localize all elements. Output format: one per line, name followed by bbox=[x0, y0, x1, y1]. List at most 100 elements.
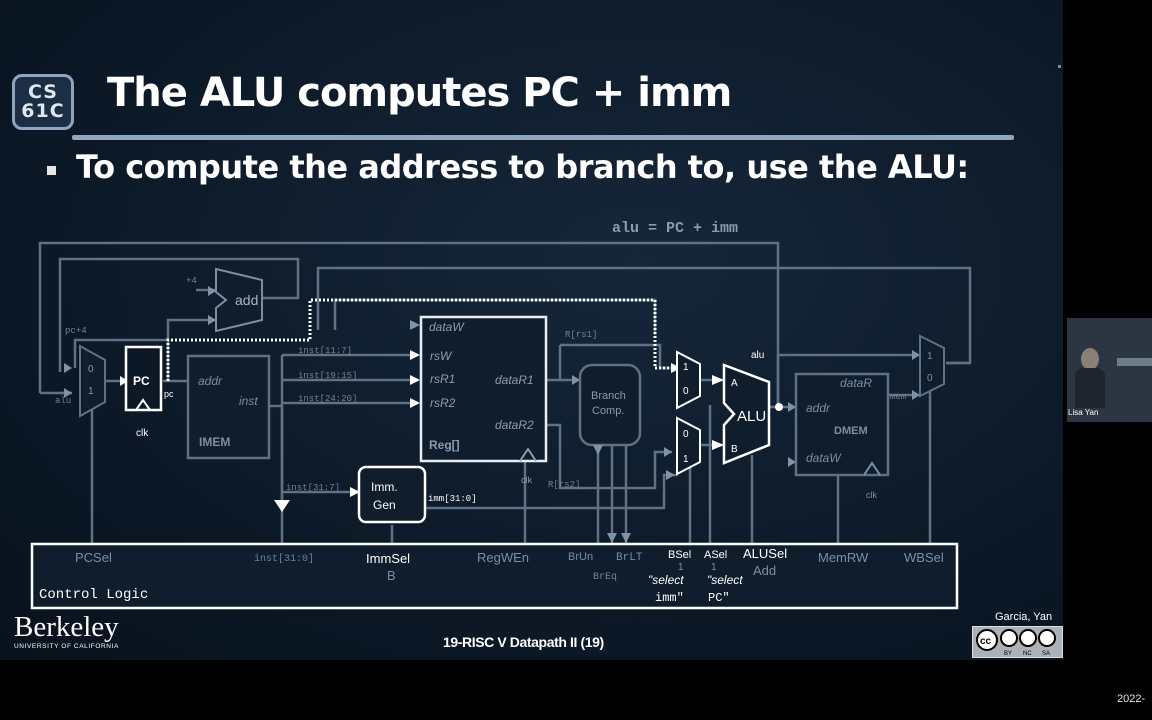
dmem-block bbox=[794, 372, 890, 477]
dmem-addr-label: addr bbox=[806, 401, 831, 415]
reg-rsR2-label: rsR2 bbox=[430, 396, 456, 410]
alu-b-label: B bbox=[731, 444, 738, 455]
imem-block bbox=[186, 354, 271, 460]
bullet-text: To compute the address to branch to, use… bbox=[76, 148, 969, 186]
reg-clk-label: clk bbox=[521, 475, 532, 485]
signal-inst: inst[31:0] bbox=[254, 553, 314, 565]
dmem-clk-label: clk bbox=[866, 490, 877, 500]
presenter-video bbox=[1067, 318, 1152, 422]
by-icon bbox=[1000, 629, 1018, 647]
cs61c-logo: CS 61C bbox=[12, 74, 74, 130]
equation-label: alu = PC + imm bbox=[612, 220, 738, 237]
signal-regwen: RegWEn bbox=[477, 550, 529, 565]
logo-line1: CS bbox=[28, 81, 58, 103]
alusel-value: Add bbox=[753, 563, 776, 578]
a-mux-top: 1 bbox=[683, 362, 689, 373]
alu-block bbox=[722, 363, 771, 465]
bsel-note-2: imm" bbox=[655, 591, 684, 605]
branch-comparator bbox=[578, 363, 642, 447]
reg-out-rs1: R[rs1] bbox=[565, 330, 597, 340]
imem-addr-label: addr bbox=[198, 374, 223, 388]
signal-breq: BrEq bbox=[593, 572, 617, 583]
slide-title: The ALU computes PC + imm bbox=[107, 70, 732, 116]
register-file bbox=[419, 315, 548, 463]
mem-label: mem bbox=[890, 392, 906, 402]
wb-mux bbox=[919, 334, 945, 398]
reg-rsR1-label: rsR1 bbox=[430, 372, 455, 386]
berkeley-logo: Berkeley bbox=[14, 611, 119, 643]
reg-dataW-label: dataW bbox=[429, 320, 465, 334]
presenter-name: Lisa Yan bbox=[1068, 408, 1099, 417]
inst-field-rs1: inst[19:15] bbox=[298, 371, 357, 381]
berkeley-subtitle: UNIVERSITY OF CALIFORNIA bbox=[14, 643, 119, 650]
license-by: BY bbox=[1004, 651, 1012, 657]
dmem-dataW-label: dataW bbox=[806, 451, 842, 465]
imem-inst-label: inst bbox=[239, 394, 258, 408]
dmem-name: DMEM bbox=[834, 425, 868, 437]
pc-mux-in1: 1 bbox=[88, 386, 94, 397]
reg-dataR1-label: dataR1 bbox=[495, 373, 534, 387]
logo-line2: 61C bbox=[21, 100, 65, 122]
imm-gen bbox=[357, 465, 427, 524]
inst-field-rs2: inst[24:20] bbox=[298, 394, 357, 404]
datapath-diagram: 0 1 pc+4 alu PC clk pc add +4 addr inst … bbox=[30, 220, 972, 610]
sa-icon bbox=[1038, 629, 1056, 647]
alu-out-node bbox=[775, 403, 783, 411]
stray-pixel bbox=[1058, 65, 1061, 68]
control-logic-title: Control Logic bbox=[39, 587, 148, 603]
adder-label: add bbox=[235, 292, 258, 308]
a-mux-bottom: 0 bbox=[683, 386, 689, 397]
regfile-name: Reg[] bbox=[429, 438, 460, 452]
asel-note-1: "select bbox=[707, 573, 743, 587]
cc-license-badge: cc BY NC SA bbox=[972, 626, 1063, 658]
signal-immsel: ImmSel bbox=[366, 551, 410, 566]
pc-clk-label: clk bbox=[136, 428, 149, 439]
reg-dataR2-label: dataR2 bbox=[495, 418, 534, 432]
imm-gen-label-1: Imm. bbox=[371, 480, 398, 494]
branch-label-2: Comp. bbox=[592, 405, 624, 417]
immsel-value: B bbox=[387, 568, 396, 583]
pc-mux bbox=[79, 344, 106, 418]
slide-author: Garcia, Yan bbox=[995, 611, 1053, 623]
signal-brlt: BrLT bbox=[616, 552, 643, 564]
slide-footer: 19-RISC V Datapath II (19) bbox=[443, 634, 604, 650]
wb-mux-top: 1 bbox=[927, 351, 933, 362]
branch-label-1: Branch bbox=[591, 390, 626, 402]
inst-field-imm: inst[31:7] bbox=[286, 483, 340, 493]
b-mux bbox=[676, 416, 701, 476]
signal-brun: BrUn bbox=[568, 551, 593, 563]
pc4-label: pc+4 bbox=[65, 326, 87, 336]
asel-value: 1 bbox=[711, 562, 717, 573]
svg-text:cc: cc bbox=[980, 636, 992, 647]
signal-memrw: MemRW bbox=[818, 550, 869, 565]
pc-adder bbox=[215, 267, 263, 333]
reg-rsW-label: rsW bbox=[430, 349, 453, 363]
pc-out-label: pc bbox=[164, 389, 174, 399]
recording-date: 2022- bbox=[1117, 693, 1146, 705]
signal-pcsel: PCSel bbox=[75, 550, 112, 565]
reg-out-rs2: R[rs2] bbox=[548, 480, 580, 490]
cc-icon bbox=[976, 629, 998, 651]
inst-field-rd: inst[11:7] bbox=[298, 346, 352, 356]
signal-bsel: BSel bbox=[668, 549, 691, 561]
pc-register-label: PC bbox=[133, 374, 150, 388]
bullet-marker bbox=[47, 166, 56, 175]
dmem-dataR-label: dataR bbox=[840, 376, 872, 390]
plus4-label: +4 bbox=[186, 276, 197, 286]
slide: CS 61C The ALU computes PC + imm To comp… bbox=[0, 0, 1063, 660]
wb-mux-bottom: 0 bbox=[927, 373, 933, 384]
imm-out-label: imm[31:0] bbox=[428, 494, 477, 504]
license-sa: SA bbox=[1042, 651, 1050, 657]
imem-name: IMEM bbox=[199, 435, 230, 449]
asel-note-2: PC" bbox=[708, 591, 730, 605]
b-mux-bottom: 1 bbox=[683, 454, 689, 465]
nc-icon bbox=[1019, 629, 1037, 647]
alu-name: ALU bbox=[737, 408, 766, 425]
pc-mux-in0: 0 bbox=[88, 364, 94, 375]
alu-a-label: A bbox=[731, 378, 738, 389]
control-logic-box bbox=[30, 542, 959, 610]
bsel-value: 1 bbox=[678, 562, 684, 573]
license-nc: NC bbox=[1023, 651, 1032, 657]
bsel-note-1: "select bbox=[648, 573, 684, 587]
a-mux bbox=[676, 350, 701, 410]
